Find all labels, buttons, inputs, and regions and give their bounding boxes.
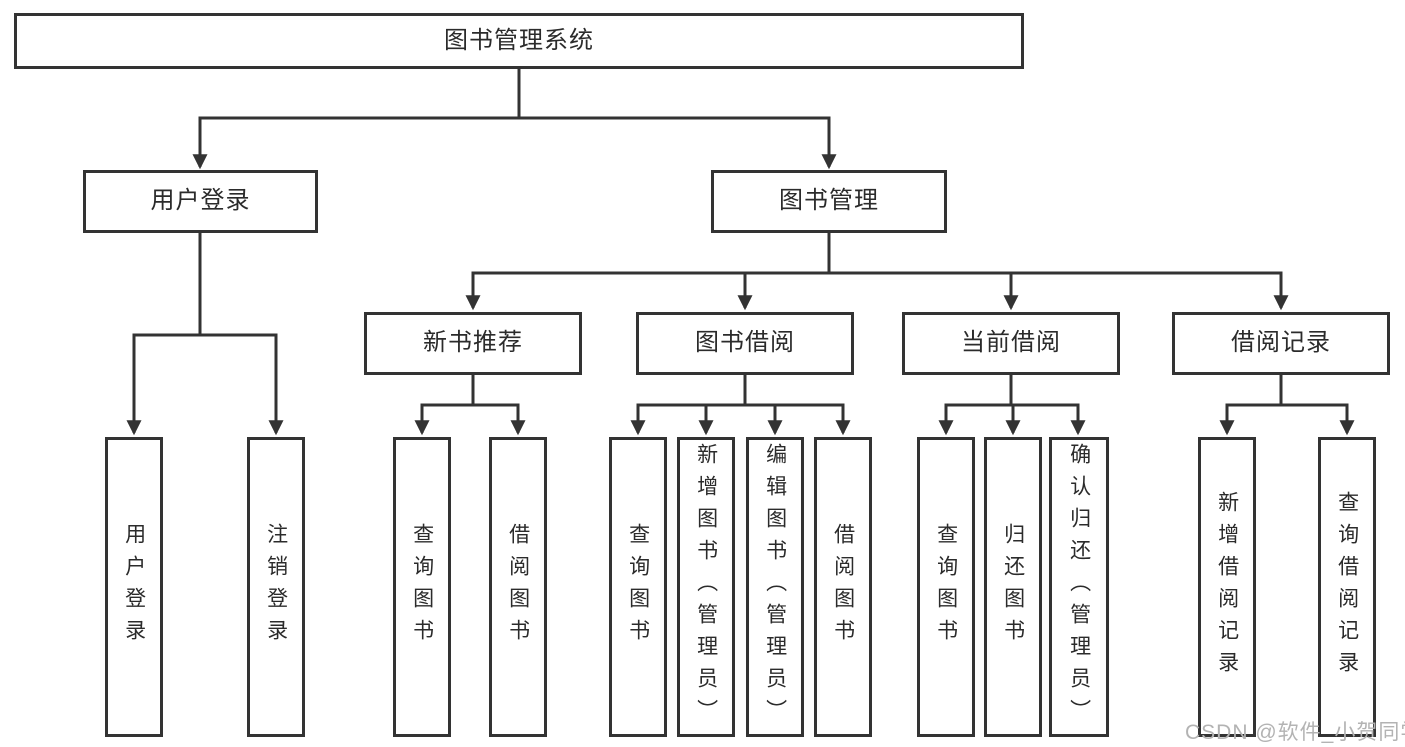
- node-user-login: 用户登录: [83, 170, 318, 233]
- node-leaf-borrow-books: 借阅图书: [814, 437, 872, 737]
- tree-bus-lines: [132, 67, 1349, 407]
- node-leaf-borrow-books-recommend: 借阅图书: [489, 437, 547, 737]
- node-leaf-add-borrow-record: 新增借阅记录: [1198, 437, 1256, 737]
- node-leaf-query-borrow-record: 查询借阅记录: [1318, 437, 1376, 737]
- node-leaf-logout: 注销登录: [247, 437, 305, 737]
- node-leaf-query-books-borrow: 查询图书: [609, 437, 667, 737]
- node-leaf-edit-book-admin: 编辑图书（管理员）: [746, 437, 804, 737]
- node-book-management: 图书管理: [711, 170, 947, 233]
- node-leaf-query-books-current: 查询图书: [917, 437, 975, 737]
- node-library-system: 图书管理系统: [14, 13, 1024, 69]
- node-current-borrowing: 当前借阅: [902, 312, 1120, 375]
- node-leaf-query-books-recommend: 查询图书: [393, 437, 451, 737]
- node-borrowing-records: 借阅记录: [1172, 312, 1390, 375]
- node-leaf-user-login: 用户登录: [105, 437, 163, 737]
- node-book-borrowing: 图书借阅: [636, 312, 854, 375]
- node-leaf-confirm-return-admin: 确认归还（管理员）: [1049, 437, 1109, 737]
- node-leaf-return-book: 归还图书: [984, 437, 1042, 737]
- node-new-book-recommend: 新书推荐: [364, 312, 582, 375]
- tree-arrow-lines: [126, 118, 1355, 436]
- node-leaf-add-book-admin: 新增图书（管理员）: [677, 437, 735, 737]
- csdn-watermark: CSDN @软件_小贺同学: [1185, 721, 1405, 744]
